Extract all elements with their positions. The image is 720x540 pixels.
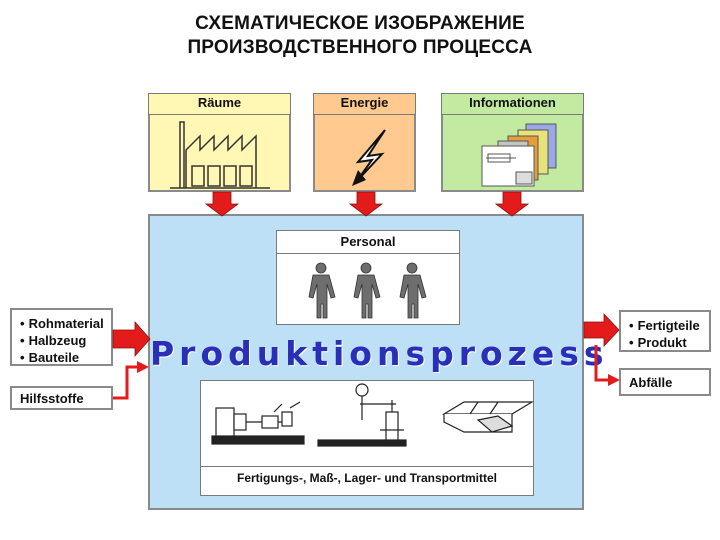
arrow-hilfsstoffe [113, 365, 139, 400]
person-icon-2 [353, 262, 381, 319]
arrow-materials-right [112, 320, 151, 358]
energie-box: Energie [313, 93, 416, 192]
arrow-abfaelle-head [608, 374, 620, 386]
arrow-products-right [583, 312, 620, 348]
measuring-machine-icon [317, 383, 407, 447]
material-bauteile: Bauteile [20, 349, 111, 366]
lightning-icon [352, 129, 386, 186]
materials-box: Rohmaterial Halbzeug Bauteile [10, 308, 113, 366]
abfaelle-box: Abfälle [619, 368, 711, 396]
material-rohmaterial: Rohmaterial [20, 315, 111, 332]
factory-icon [170, 121, 270, 189]
arrow-hilfsstoffe-head [137, 361, 149, 373]
hilfsstoffe-label: Hilfsstoffe [20, 391, 84, 406]
output-produkt: Produkt [629, 334, 709, 351]
produktionsprozess-label: Produktionsprozess [150, 334, 609, 373]
personal-header: Personal [276, 230, 460, 254]
hilfsstoffe-box: Hilfsstoffe [10, 386, 113, 410]
conveyor-icon [441, 401, 535, 433]
products-box: Fertigteile Produkt [619, 310, 711, 352]
means-label: Fertigungs-, Maß-, Lager- und Transportm… [200, 466, 534, 496]
documents-icon [481, 123, 557, 187]
person-icon-1 [308, 262, 336, 319]
lathe-machine-icon [211, 401, 305, 445]
person-icon-3 [399, 262, 427, 319]
arrow-energie-down [348, 191, 384, 217]
title-line-2: ПРОИЗВОДСТВЕННОГО ПРОЦЕССА [187, 37, 533, 58]
informationen-label: Informationen [441, 93, 584, 115]
energie-label: Energie [313, 93, 416, 115]
material-halbzeug: Halbzeug [20, 332, 111, 349]
arrow-abfaelle [594, 345, 610, 382]
page-title: СХЕМАТИЧЕСКОЕ ИЗОБРАЖЕНИЕ ПРОИЗВОДСТВЕНН… [0, 12, 720, 60]
arrow-informationen-down [494, 191, 530, 217]
abfaelle-label: Abfälle [629, 375, 673, 390]
title-line-1: СХЕМАТИЧЕСКОЕ ИЗОБРАЖЕНИЕ [195, 13, 525, 34]
arrow-raeume-down [204, 191, 240, 217]
output-fertigteile: Fertigteile [629, 317, 709, 334]
raeume-label: Räume [148, 93, 291, 115]
